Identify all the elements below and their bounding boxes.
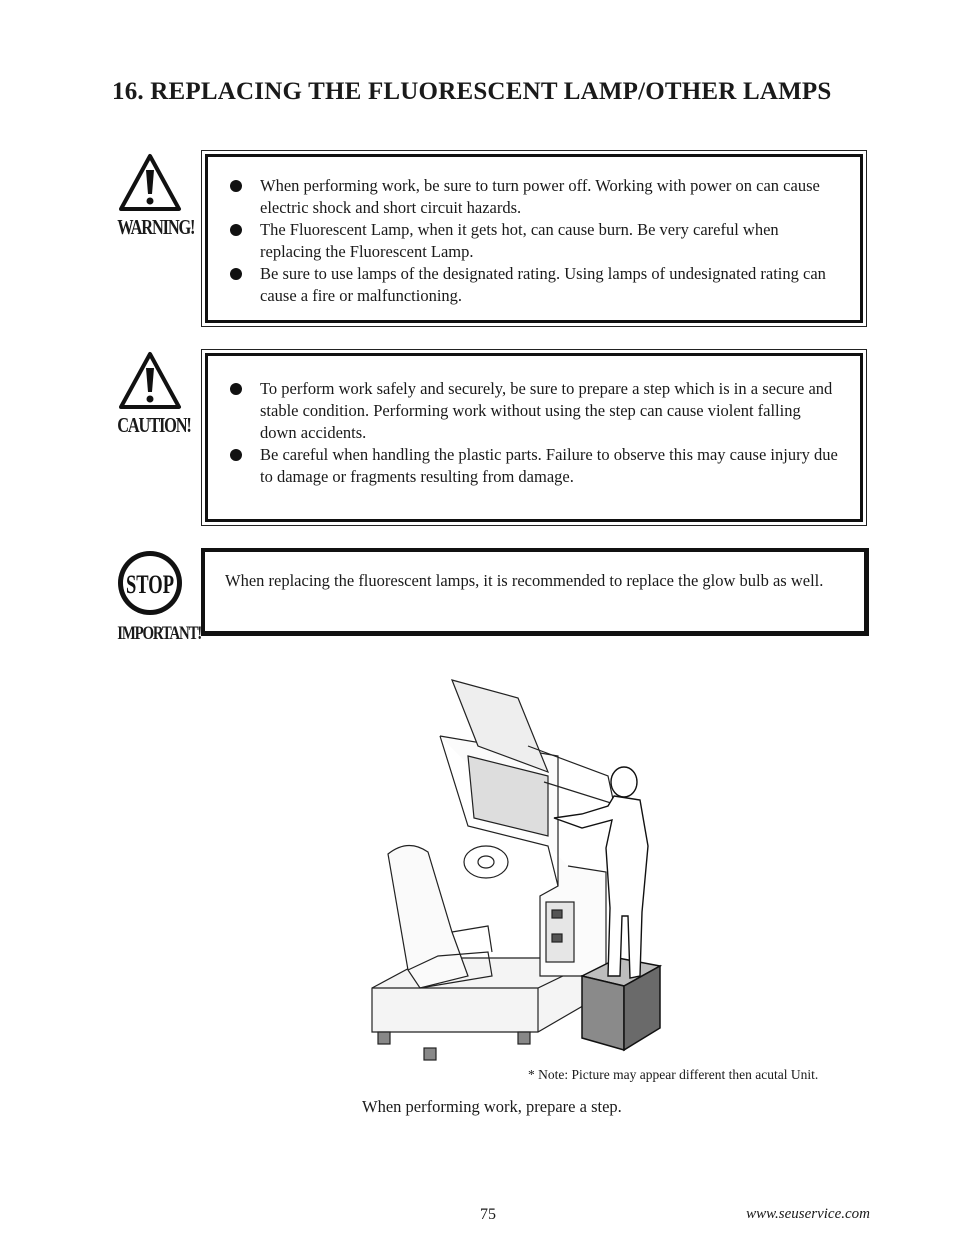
caution-box: To perform work safely and securely, be …: [201, 349, 867, 526]
caution-box-inner: To perform work safely and securely, be …: [205, 353, 863, 522]
warning-list: When performing work, be sure to turn po…: [228, 175, 840, 307]
warning-item: The Fluorescent Lamp, when it gets hot, …: [228, 219, 840, 263]
caution-label: CAUTION!: [117, 413, 192, 437]
important-label: IMPORTANT!: [117, 623, 202, 644]
page-title: 16. REPLACING THE FLUORESCENT LAMP/OTHER…: [112, 78, 832, 105]
important-box: When replacing the fluorescent lamps, it…: [201, 548, 869, 636]
website-url: www.seuservice.com: [746, 1206, 870, 1222]
warning-label: WARNING!: [117, 215, 195, 239]
caution-item: Be careful when handling the plastic par…: [228, 444, 840, 488]
warning-item: Be sure to use lamps of the designated r…: [228, 263, 840, 307]
stop-text: STOP: [126, 570, 174, 599]
stop-sign-icon: STOP: [118, 551, 182, 615]
warning-icon-group: WARNING!: [108, 152, 196, 240]
caution-triangle-icon: [119, 352, 181, 409]
caution-list: To perform work safely and securely, be …: [228, 378, 840, 488]
caution-icon-group: CAUTION!: [108, 350, 192, 438]
arcade-cabinet-illustration: [371, 679, 663, 1061]
warning-triangle-icon: [119, 154, 181, 211]
warning-item: When performing work, be sure to turn po…: [228, 175, 840, 219]
caution-item: To perform work safely and securely, be …: [228, 378, 840, 444]
figure-note: * Note: Picture may appear different the…: [528, 1067, 819, 1082]
important-icon-group: STOP IMPORTANT!: [108, 548, 202, 645]
figure-caption: When performing work, prepare a step.: [362, 1097, 622, 1116]
page-number: 75: [480, 1206, 496, 1223]
warning-box: When performing work, be sure to turn po…: [201, 150, 867, 327]
warning-box-inner: When performing work, be sure to turn po…: [205, 154, 863, 323]
